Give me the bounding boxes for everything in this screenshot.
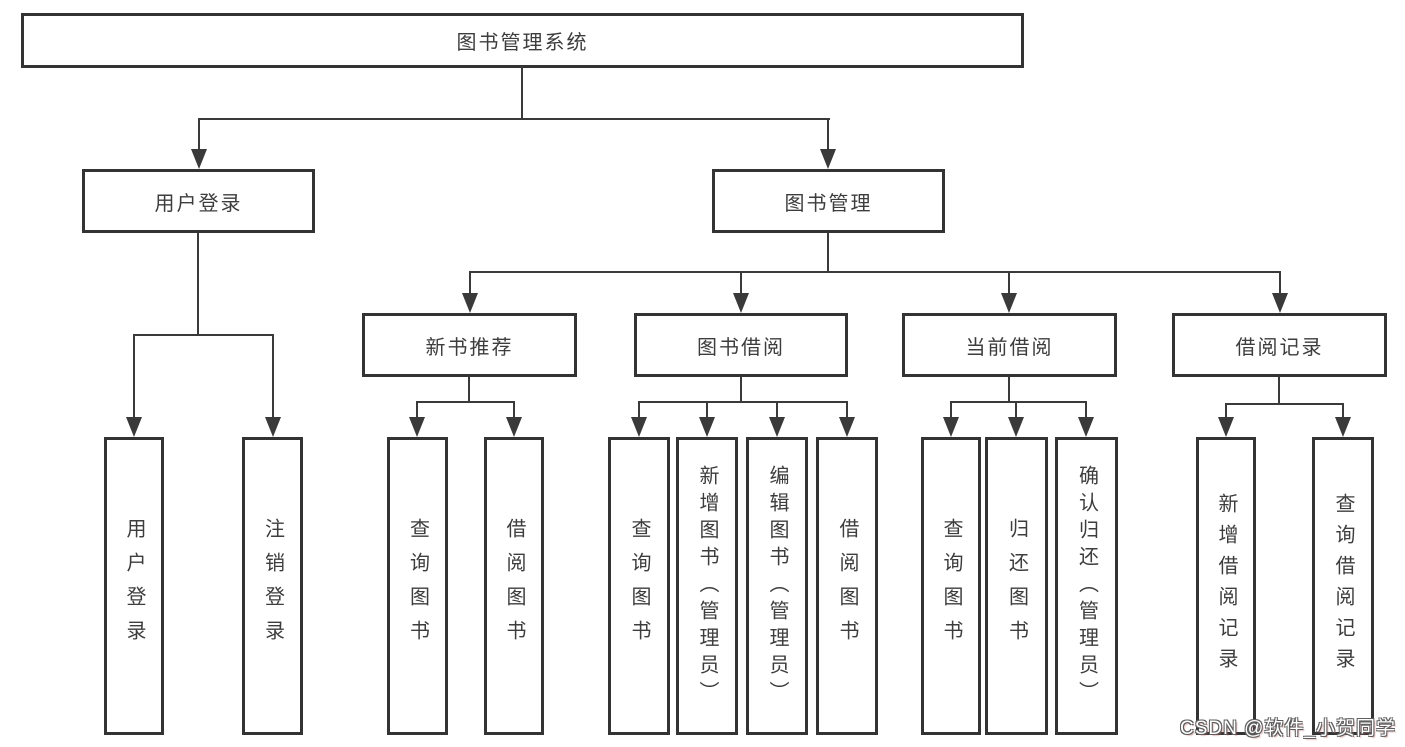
arrowhead-to-user-login xyxy=(191,149,207,169)
leaf-borrow-add-books-admin: 新增图书（管理员） xyxy=(676,437,738,735)
connector-to-currentborrow-shaft xyxy=(1008,271,1010,295)
leaf-records-add-record-label: 新增借阅记录 xyxy=(1215,493,1237,679)
connector-records-branch xyxy=(1225,403,1344,405)
arrowhead-to-bb-borrow xyxy=(839,417,855,437)
connector-newbook-stem xyxy=(468,377,470,403)
arrowhead-to-bb-edit xyxy=(769,417,785,437)
node-user-login-label: 用户登录 xyxy=(154,192,243,215)
node-borrow-records-label: 借阅记录 xyxy=(1235,336,1324,359)
node-new-book-recommend-label: 新书推荐 xyxy=(425,336,514,359)
node-current-borrow: 当前借阅 xyxy=(902,313,1117,377)
arrowhead-to-cb-return xyxy=(1008,417,1024,437)
arrowhead-to-new-book-recommend xyxy=(462,293,478,313)
arrowhead-to-cb-query xyxy=(943,417,959,437)
arrowhead-to-current-borrow xyxy=(1001,293,1017,313)
leaf-current-query-books-label: 查询图书 xyxy=(940,518,962,654)
arrowhead-to-leaf-logout xyxy=(265,417,281,437)
leaf-borrow-edit-books-admin-label: 编辑图书（管理员） xyxy=(766,464,788,708)
arrowhead-to-leaf-user-login xyxy=(126,417,142,437)
leaf-borrow-borrow-books-label: 借阅图书 xyxy=(836,518,858,654)
leaf-records-query-record-label: 查询借阅记录 xyxy=(1332,493,1354,679)
connector-records-leaf1-shaft xyxy=(1225,403,1227,419)
leaf-borrow-borrow-books: 借阅图书 xyxy=(816,437,878,735)
leaf-borrow-query-books-label: 查询图书 xyxy=(628,518,650,654)
connector-currentborrow-branch xyxy=(950,401,1087,403)
leaf-borrow-query-books: 查询图书 xyxy=(608,437,670,735)
leaf-user-login-label: 用户登录 xyxy=(123,518,145,654)
connector-to-bookborrow-shaft xyxy=(740,271,742,295)
connector-records-stem xyxy=(1278,377,1280,405)
arrowhead-to-borrow-records xyxy=(1272,293,1288,313)
node-book-borrow-label: 图书借阅 xyxy=(697,336,785,359)
connector-records-leaf2-shaft xyxy=(1342,403,1344,419)
leaf-current-confirm-return-admin: 确认归还（管理员） xyxy=(1055,437,1118,735)
connector-newbook-branch xyxy=(416,401,515,403)
connector-userlogin-leaf2-shaft xyxy=(272,334,274,419)
connector-userlogin-branch xyxy=(133,334,274,336)
connector-currentborrow-leaf1-shaft xyxy=(950,401,952,419)
leaf-current-return-books-label: 归还图书 xyxy=(1005,518,1028,654)
arrowhead-to-br-add xyxy=(1218,417,1234,437)
leaf-logout-login: 注销登录 xyxy=(242,437,303,735)
connector-bookmgmt-branch xyxy=(469,271,1281,273)
connector-userlogin-leaf1-shaft xyxy=(133,334,135,419)
connector-to-newbook-shaft xyxy=(469,271,471,295)
node-root-label: 图书管理系统 xyxy=(456,32,589,54)
connector-bookborrow-branch xyxy=(638,401,848,403)
leaf-records-query-record: 查询借阅记录 xyxy=(1312,437,1374,735)
arrowhead-to-book-management xyxy=(820,149,836,169)
node-book-management: 图书管理 xyxy=(712,169,945,233)
connector-root-to-userlogin-shaft xyxy=(198,118,200,152)
node-user-login: 用户登录 xyxy=(82,169,315,233)
connector-root-to-bookmgmt-shaft xyxy=(827,118,829,152)
leaf-current-confirm-return-admin-label: 确认归还（管理员） xyxy=(1075,464,1098,708)
connector-currentborrow-leaf2-shaft xyxy=(1015,401,1017,419)
connector-bookborrow-stem xyxy=(740,377,742,403)
connector-bookborrow-leaf3-shaft xyxy=(776,401,778,419)
arrowhead-to-br-query xyxy=(1335,417,1351,437)
connector-bookmgmt-stem xyxy=(827,233,829,273)
node-new-book-recommend: 新书推荐 xyxy=(362,313,577,377)
node-borrow-records: 借阅记录 xyxy=(1172,313,1387,377)
node-book-borrow: 图书借阅 xyxy=(634,313,848,377)
leaf-newbook-query-books-label: 查询图书 xyxy=(406,518,429,654)
arrowhead-to-bb-add xyxy=(699,417,715,437)
leaf-current-return-books: 归还图书 xyxy=(985,437,1048,735)
leaf-user-login: 用户登录 xyxy=(104,437,164,735)
node-book-management-label: 图书管理 xyxy=(784,192,873,215)
connector-currentborrow-stem xyxy=(1008,377,1010,403)
node-current-borrow-label: 当前借阅 xyxy=(965,336,1054,359)
connector-currentborrow-leaf3-shaft xyxy=(1085,401,1087,419)
connector-bookborrow-leaf2-shaft xyxy=(706,401,708,419)
leaf-newbook-query-books: 查询图书 xyxy=(387,437,448,735)
connector-bookborrow-leaf1-shaft xyxy=(638,401,640,419)
arrowhead-to-nb-borrow xyxy=(506,417,522,437)
node-root-system: 图书管理系统 xyxy=(21,13,1024,68)
csdn-watermark: CSDN @软件_小贺同学 xyxy=(1180,718,1396,739)
leaf-newbook-borrow-books: 借阅图书 xyxy=(484,437,544,735)
leaf-borrow-add-books-admin-label: 新增图书（管理员） xyxy=(696,464,718,708)
leaf-newbook-borrow-books-label: 借阅图书 xyxy=(503,518,525,654)
arrowhead-to-bb-query xyxy=(631,417,647,437)
connector-root-stem xyxy=(521,66,523,119)
connector-userlogin-stem xyxy=(197,233,199,336)
leaf-records-add-record: 新增借阅记录 xyxy=(1196,437,1256,735)
arrowhead-to-book-borrow xyxy=(733,293,749,313)
leaf-logout-login-label: 注销登录 xyxy=(261,518,284,654)
connector-to-records-shaft xyxy=(1279,271,1281,295)
leaf-current-query-books: 查询图书 xyxy=(921,437,981,735)
arrowhead-to-cb-confirm xyxy=(1078,417,1094,437)
leaf-borrow-edit-books-admin: 编辑图书（管理员） xyxy=(746,437,808,735)
connector-bookborrow-leaf4-shaft xyxy=(846,401,848,419)
connector-newbook-leaf2-shaft xyxy=(513,401,515,419)
arrowhead-to-nb-query xyxy=(409,417,425,437)
connector-root-branch xyxy=(198,118,830,120)
connector-newbook-leaf1-shaft xyxy=(416,401,418,419)
